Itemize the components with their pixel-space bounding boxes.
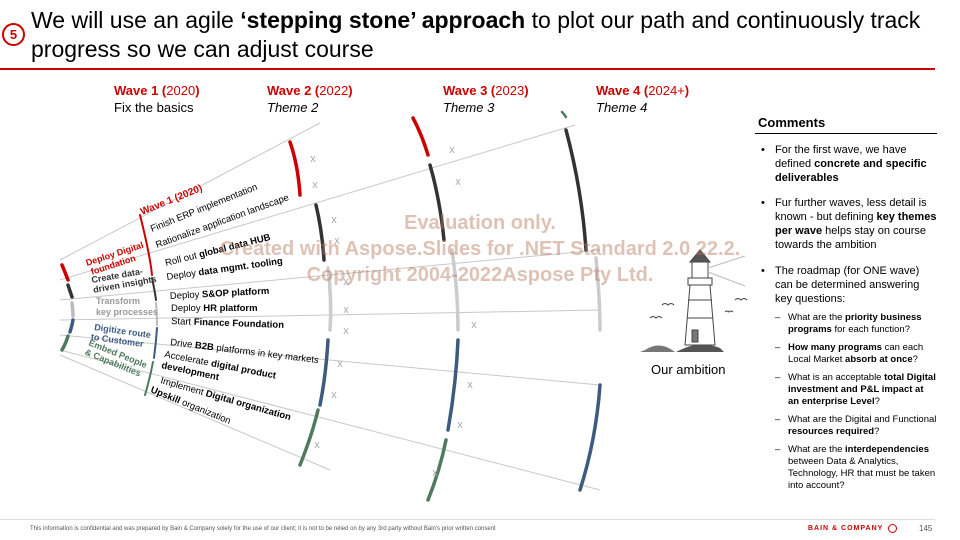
wave4-arc-customer — [578, 383, 602, 492]
comment-sub-bullet: How many programs can each Local Market … — [755, 342, 937, 366]
our-ambition-label: Our ambition — [651, 362, 726, 377]
comment-sub-bullet: What are the Digital and Functional reso… — [755, 414, 937, 438]
wave2-arc-people — [298, 408, 320, 467]
wave2-arc-digital — [288, 140, 302, 197]
wave1-arc-digital — [60, 263, 70, 282]
x-mark: x — [334, 235, 340, 247]
wave-4-header: Wave 4 (2024+) Theme 4 — [596, 83, 690, 115]
wave-1-header: Wave 1 (2020) Fix the basics — [114, 83, 200, 115]
page-number: 145 — [919, 524, 933, 533]
initiative-sop: Deploy S&OP platform — [170, 286, 270, 302]
svg-text:Transform: Transform — [96, 296, 140, 306]
x-mark: x — [471, 319, 477, 331]
initiative-finance: Start Finance Foundation — [171, 316, 284, 331]
wave-3-header: Wave 3 (2023) Theme 3 — [443, 83, 529, 115]
comment-bullet: Fur further waves, less detail is known … — [755, 196, 937, 252]
svg-text:key processes: key processes — [96, 307, 158, 317]
slide-number-badge: 5 — [2, 23, 25, 46]
comment-sub-bullet: What are the interdependencies between D… — [755, 444, 937, 492]
wave-2-header: Wave 2 (2022) Theme 2 — [267, 83, 353, 115]
x-mark: x — [331, 214, 337, 226]
wave1-inner-process — [155, 302, 158, 326]
comments-panel: Comments For the first wave, we have def… — [755, 115, 937, 492]
x-mark: x — [337, 358, 343, 370]
title-divider — [0, 68, 935, 70]
wave1-arc-data — [66, 283, 74, 299]
wave3-arc-customer — [446, 338, 460, 432]
wave1-arc-customer — [68, 318, 75, 334]
category-key-processes: Transform key processes — [96, 296, 158, 317]
x-mark: x — [314, 439, 320, 451]
footer-divider — [0, 519, 935, 520]
bain-logo-mark-icon — [888, 524, 897, 533]
slide-title: We will use an agile ‘stepping stone’ ap… — [31, 7, 921, 62]
wave1-inner-data — [151, 277, 157, 301]
wave2-arc-data — [314, 203, 326, 262]
x-mark: x — [312, 179, 318, 191]
x-mark: x — [331, 389, 337, 401]
wave4-arc-top — [560, 110, 568, 119]
wave3-arc-process — [450, 248, 460, 332]
wave1-inner-digital — [139, 214, 153, 276]
wave3-arc-data — [428, 163, 446, 242]
bain-logo: BAIN & COMPANY — [808, 525, 884, 532]
comment-sub-bullet: What are the priority business programs … — [755, 312, 937, 336]
x-mark: x — [449, 144, 455, 156]
comment-bullet: The roadmap (for ONE wave) can be determ… — [755, 264, 937, 306]
confidentiality-note: This information is confidential and was… — [30, 526, 496, 532]
wave1-inner-customer — [153, 327, 158, 359]
comment-bullet: For the first wave, we have defined conc… — [755, 143, 937, 185]
wave3-arc-digital — [411, 116, 430, 157]
wave1-inner-people — [144, 361, 154, 396]
x-mark: x — [343, 304, 349, 316]
wave4-arc-data — [564, 128, 588, 252]
x-mark: x — [455, 176, 461, 188]
x-mark: x — [343, 276, 349, 288]
x-mark: x — [457, 419, 463, 431]
progress-x-marks: x x x x x x x x x x x x x x x x — [310, 144, 477, 479]
x-mark: x — [343, 325, 349, 337]
wave3-arc-people — [426, 438, 448, 502]
wave4-arc-process — [594, 256, 602, 332]
evaluation-watermark: Evaluation only. Created with Aspose.Sli… — [219, 212, 741, 286]
comment-sub-bullet: What is an acceptable total Digital inve… — [755, 372, 937, 408]
comments-header: Comments — [755, 115, 937, 134]
wave1-arc-process — [70, 301, 75, 318]
wave2-arc-process — [326, 266, 333, 332]
initiative-hr-platform: Deploy HR platform — [171, 303, 258, 314]
wave1-arc-people — [60, 334, 70, 352]
lighthouse-icon — [640, 249, 748, 352]
x-mark: x — [310, 153, 316, 165]
wave2-arc-customer — [318, 338, 330, 407]
x-mark: x — [467, 379, 473, 391]
x-mark: x — [432, 467, 438, 479]
